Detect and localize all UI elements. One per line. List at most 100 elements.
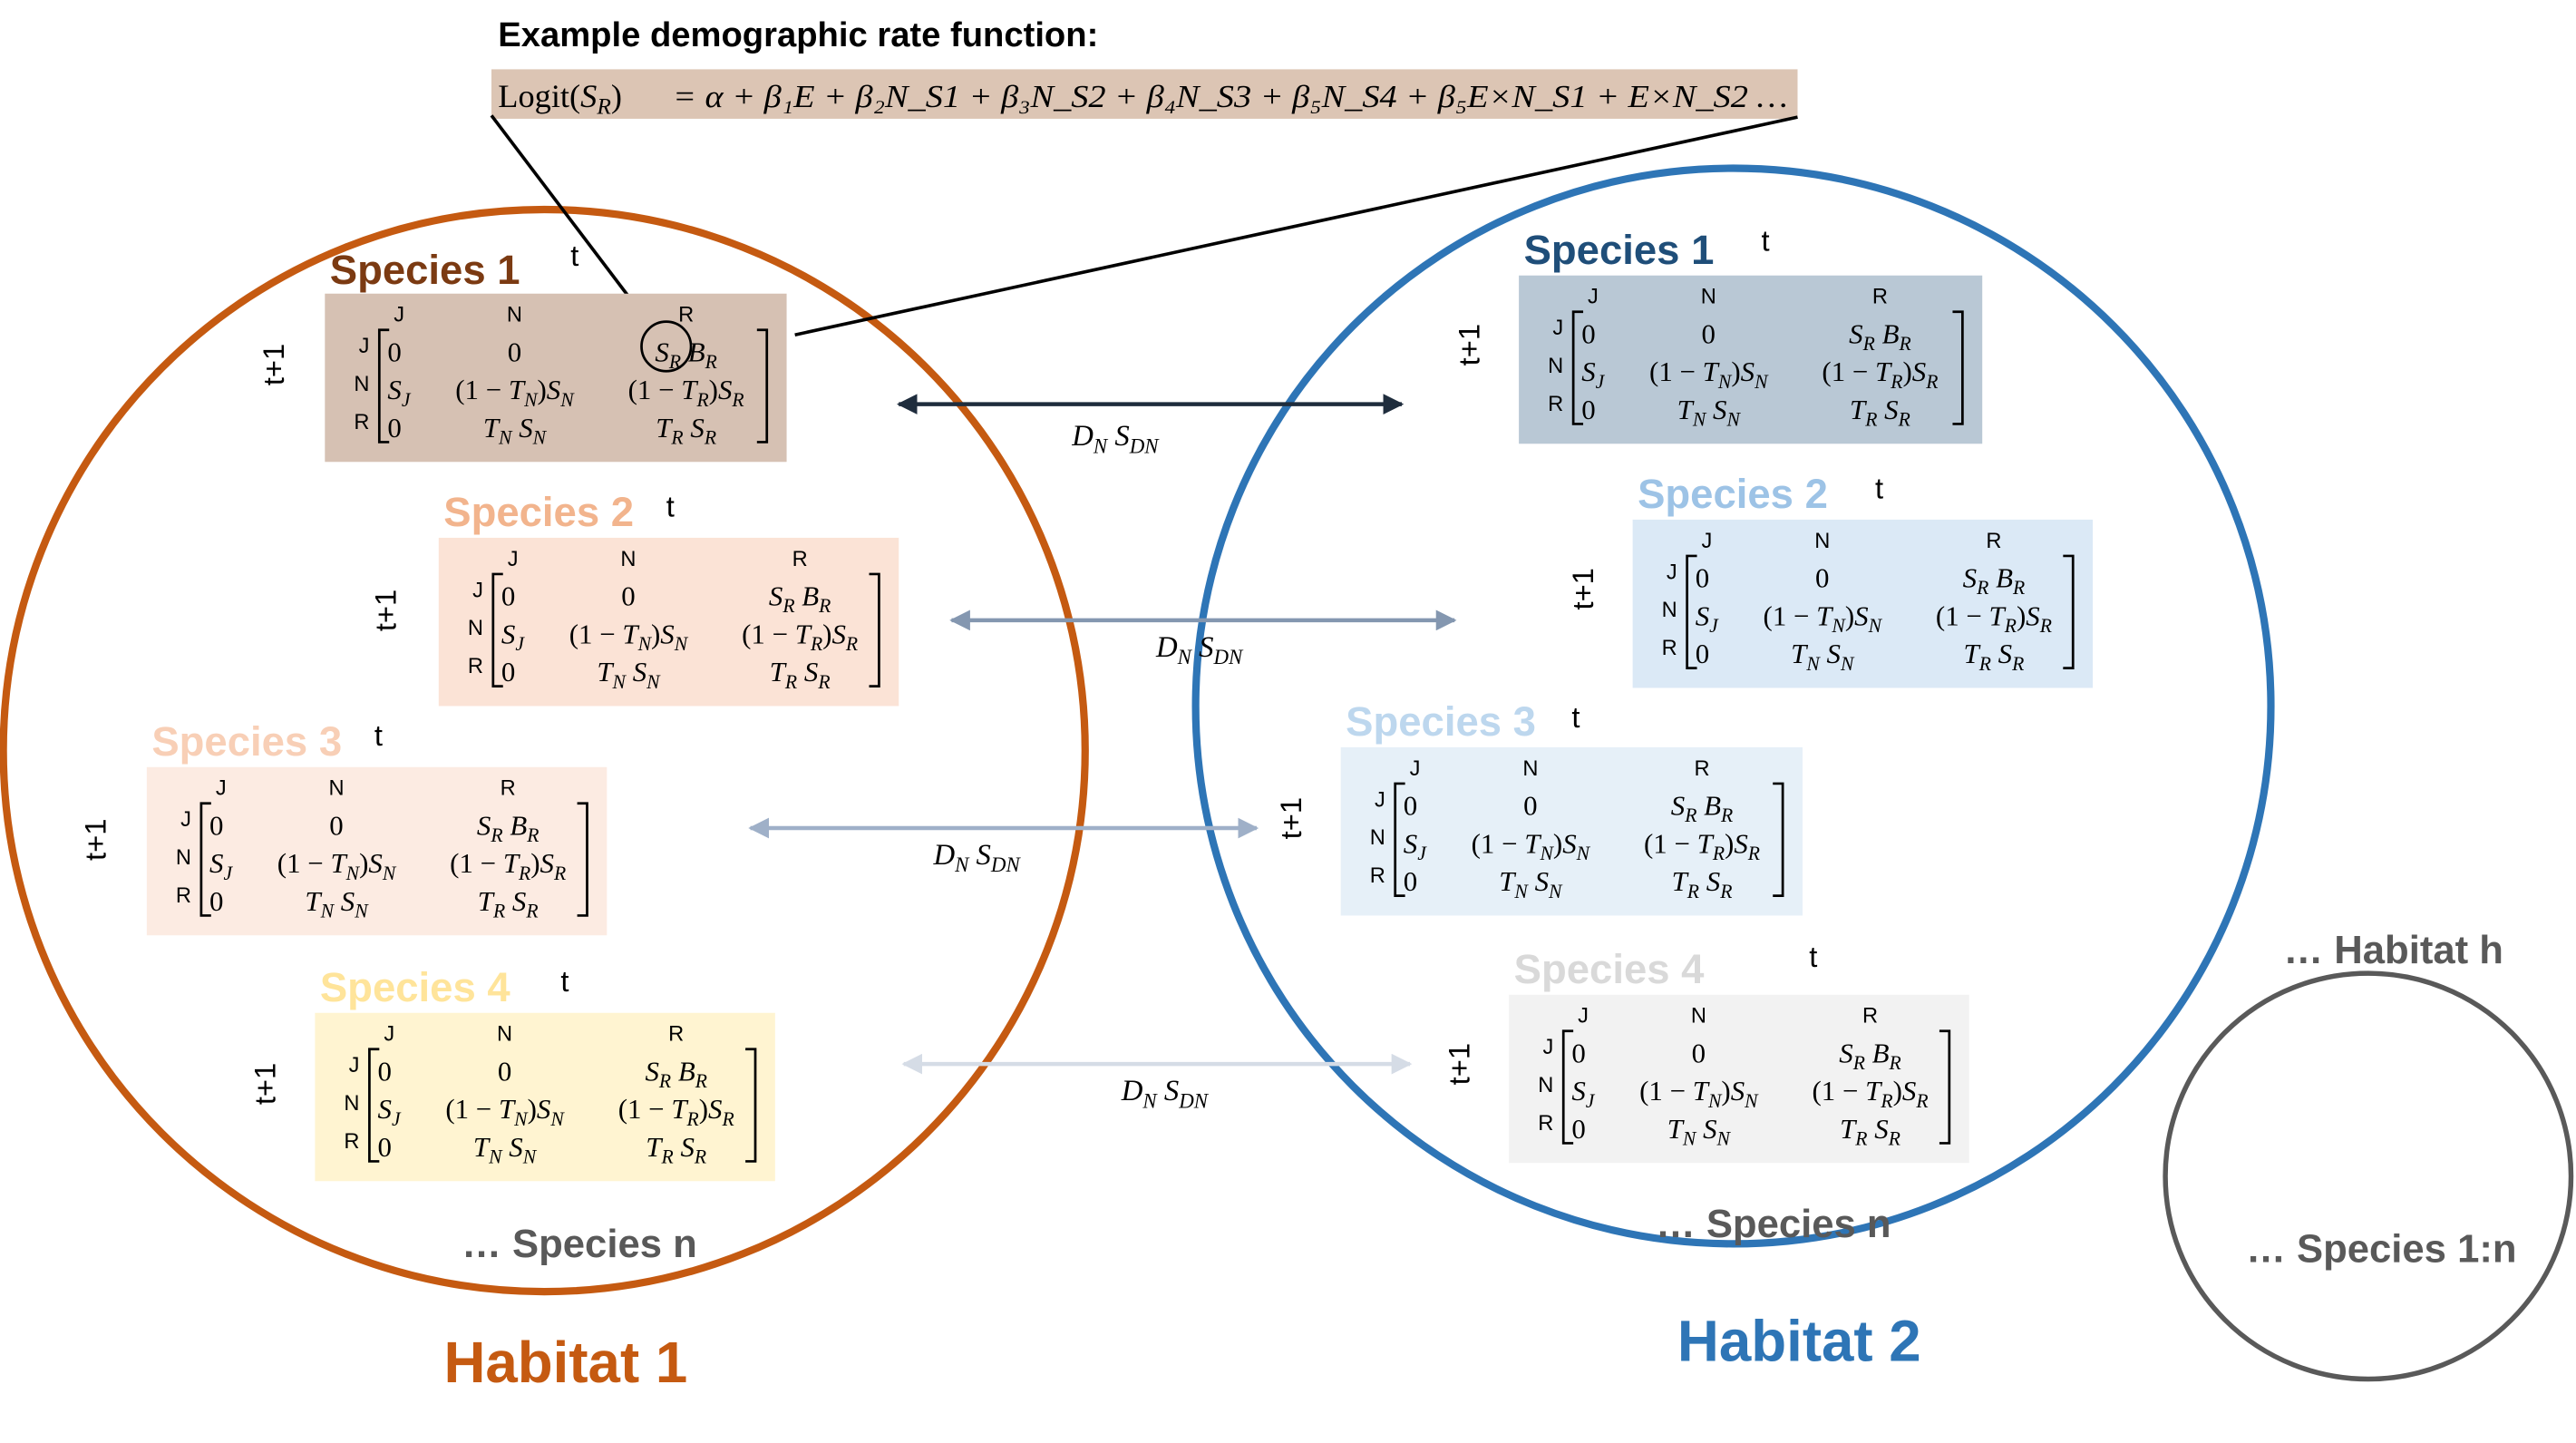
matrix-bracket-right xyxy=(1952,310,1964,425)
header-title: Example demographic rate function: xyxy=(498,15,1098,54)
matrix-row-label: R xyxy=(354,411,369,434)
species-title: Species 4 xyxy=(320,964,511,1010)
matrix-cell: SJ​ xyxy=(378,1093,402,1130)
matrix-cell: 0 xyxy=(1702,317,1716,349)
matrix-cell: TN​ SN​ xyxy=(597,656,661,693)
matrix-cell: (1 − TN​)SN​ xyxy=(445,1093,565,1130)
matrix-cell: 0 xyxy=(329,809,343,841)
equation-connector-line xyxy=(794,115,1798,336)
matrix-cell: TN​ SN​ xyxy=(305,885,369,922)
dispersal-label: DN​ SDN​ xyxy=(1121,1075,1210,1112)
matrix-background xyxy=(1632,519,2094,688)
matrix-cell: TR​ SR​ xyxy=(656,412,716,449)
matrix-bracket-left xyxy=(1686,554,1697,669)
matrix-cell: TN​ SN​ xyxy=(1499,865,1563,902)
species-title: Species 2 xyxy=(443,489,634,535)
matrix-row-label: R xyxy=(344,1130,359,1154)
matrix-cell: 0 xyxy=(387,412,401,444)
matrix-col-label: N xyxy=(497,1023,512,1047)
matrix-bracket-left xyxy=(377,328,390,444)
matrix-row-label: J xyxy=(359,335,370,358)
matrix-row-label: N xyxy=(176,846,191,870)
species-title: Species 2 xyxy=(1638,471,1828,517)
dispersal-label: DN​ SDN​ xyxy=(932,839,1021,876)
matrix-col-label: J xyxy=(1410,757,1421,781)
matrix-cell: SJ​ xyxy=(1571,1075,1595,1112)
matrix-row-label: N xyxy=(344,1092,359,1116)
matrix-cell: (1 − TR​)SR​ xyxy=(1822,356,1938,393)
matrix-row-label: J xyxy=(180,808,191,832)
matrix-cell: 0 xyxy=(498,1055,511,1087)
matrix-cell: SJ​ xyxy=(387,374,411,411)
matrix-col-label: R xyxy=(501,777,516,801)
habitat-1-more-species: … Species n xyxy=(462,1222,697,1266)
dispersal-label: DN​ SDN​ xyxy=(1071,420,1160,457)
habitat-2-circle xyxy=(1191,164,2275,1248)
species-title: Species 1 xyxy=(1524,227,1715,273)
matrix-cell: TR​ SR​ xyxy=(770,656,831,693)
matrix-row-label: N xyxy=(1662,599,1677,622)
matrix-bracket-right xyxy=(756,328,769,444)
matrix-col-label: N xyxy=(1522,757,1538,781)
matrix-cell: 0 xyxy=(508,336,521,367)
matrix-row-label: J xyxy=(1542,1036,1553,1059)
equation-rhs: = α + β₁E + β₂N_S1 + β₃N_S2 + β₄N_S3 + β… xyxy=(673,80,1788,114)
matrix-cell: 0 xyxy=(501,656,515,687)
matrix-cell: TN​ SN​ xyxy=(1677,394,1742,431)
matrix-background xyxy=(1519,275,1983,444)
time-t1-label: t+1 xyxy=(1443,1043,1476,1085)
matrix-cell: (1 − TN​)SN​ xyxy=(455,374,575,411)
species-title: Species 3 xyxy=(151,718,342,765)
matrix-col-label: J xyxy=(216,777,227,801)
matrix-cell: (1 − TR​)SR​ xyxy=(618,1093,734,1130)
matrix-cell: 0 xyxy=(378,1131,392,1163)
matrix-col-label: R xyxy=(792,548,808,571)
species-title: Species 3 xyxy=(1346,698,1536,745)
matrix-background xyxy=(1509,994,1969,1164)
matrix-bracket-left xyxy=(1394,782,1405,897)
matrix-row-label: J xyxy=(349,1054,360,1077)
matrix-bracket-left xyxy=(199,802,211,917)
habitat-2-label: Habitat 2 xyxy=(1677,1310,1921,1374)
highlight-term-circle xyxy=(640,320,693,373)
time-t-label: t xyxy=(1875,471,1883,504)
matrix-bracket-right xyxy=(745,1048,757,1163)
time-t-label: t xyxy=(1761,223,1769,257)
time-t1-label: t+1 xyxy=(1566,568,1599,609)
matrix-row-label: R xyxy=(1370,864,1385,888)
matrix-cell: 0 xyxy=(621,580,635,611)
dispersal-label: DN​ SDN​ xyxy=(1155,631,1244,668)
matrix-row-label: J xyxy=(472,579,483,602)
matrix-cell: SJ​ xyxy=(1581,356,1605,393)
matrix-cell: TR​ SR​ xyxy=(1964,638,2025,675)
matrix-cell: TR​ SR​ xyxy=(1672,865,1733,902)
matrix-bracket-left xyxy=(1561,1029,1574,1145)
matrix-background xyxy=(146,766,608,936)
matrix-cell: (1 − TN​)SN​ xyxy=(1639,1075,1759,1112)
matrix-cell: SR​ BR​ xyxy=(769,580,831,617)
matrix-cell: 0 xyxy=(501,580,515,611)
matrix-cell: TN​ SN​ xyxy=(1667,1113,1732,1150)
time-t1-label: t+1 xyxy=(78,819,112,861)
time-t-label: t xyxy=(1571,700,1580,734)
habitat-1-circle xyxy=(0,206,1089,1296)
matrix-col-label: J xyxy=(1578,1005,1589,1029)
matrix-cell: TN​ SN​ xyxy=(473,1131,538,1168)
matrix-row-label: N xyxy=(468,617,483,640)
matrix-cell: (1 − TN​)SN​ xyxy=(1764,600,1883,637)
matrix-row-label: R xyxy=(176,884,191,908)
matrix-cell: (1 − TN​)SN​ xyxy=(1649,356,1769,393)
matrix-row-label: N xyxy=(1370,826,1385,850)
equation-box xyxy=(491,69,1798,119)
matrix-cell: 0 xyxy=(1404,789,1417,821)
matrix-cell: 0 xyxy=(209,885,223,917)
matrix-row-label: J xyxy=(1552,317,1563,340)
matrix-bracket-left xyxy=(491,572,503,687)
